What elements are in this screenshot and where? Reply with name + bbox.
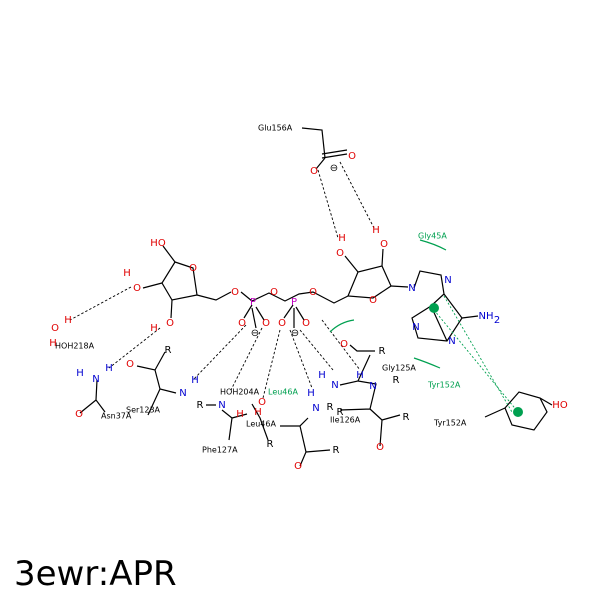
atom-h-asn: H bbox=[76, 368, 84, 379]
atom-minus-glu: ⊖ bbox=[330, 163, 338, 174]
atom-o-ring1: O bbox=[189, 263, 197, 274]
atom-r-ile3: R bbox=[403, 412, 410, 423]
atom-r-phe: R bbox=[197, 400, 204, 411]
atom-o-bridge: O bbox=[270, 287, 278, 298]
atom-o-glu-2: O bbox=[310, 166, 318, 177]
atom-o-p1a: O bbox=[238, 318, 246, 329]
hydrophobic-contacts bbox=[329, 239, 447, 369]
atom-o-o2: O bbox=[380, 239, 388, 250]
pi-stacking bbox=[429, 295, 523, 417]
atom-n1: N bbox=[448, 336, 455, 347]
atom-h-gly: H bbox=[356, 370, 364, 381]
atom-o-hoh218: O bbox=[51, 323, 59, 334]
atom-o-ile: O bbox=[376, 442, 384, 453]
atom-r-gly: R bbox=[393, 375, 400, 386]
atom-h-hoh218b: H bbox=[49, 338, 57, 349]
residue-gly125: Gly125A bbox=[382, 364, 416, 373]
atom-r-ile2: R bbox=[337, 407, 344, 418]
residue-leu46: Leu46A bbox=[246, 420, 276, 429]
residue-asn37: Asn37A bbox=[101, 412, 132, 421]
atom-n-gly: N bbox=[369, 381, 376, 392]
residue-ile126: Ile126A bbox=[330, 416, 361, 425]
atom-h-ser: H bbox=[191, 375, 199, 386]
atom-o-gly: O bbox=[340, 339, 348, 350]
atom-r-leu: R bbox=[267, 439, 274, 450]
atom-oh-tyr: HO bbox=[552, 400, 568, 411]
residue-phe127: Phe127A bbox=[202, 446, 238, 455]
atom-p-2: P bbox=[291, 297, 297, 308]
atom-h-leu: H bbox=[307, 388, 315, 399]
atom-o-leu: O bbox=[294, 461, 302, 472]
atom-o-p2a: O bbox=[278, 318, 286, 329]
atom-o-glu-1: O bbox=[348, 151, 356, 162]
hydrogen-bonds bbox=[69, 161, 375, 399]
ring-centroid-ligand bbox=[429, 303, 439, 313]
residue-ser123: Ser123A bbox=[126, 406, 161, 415]
atom-n-phe: N bbox=[218, 400, 225, 411]
residue-tyr152: Tyr152A bbox=[433, 419, 467, 428]
residue-leu46-hydrophobic: Leu46A bbox=[268, 388, 298, 397]
covalent-bonds bbox=[79, 127, 553, 467]
residue-labels: Glu156A Gly45A HOH218A Ser123A Asn37A HO… bbox=[55, 124, 467, 455]
atom-minus-p2: ⊖ bbox=[291, 328, 299, 339]
atom-n-asn: N bbox=[92, 374, 99, 385]
atom-o-p1b: O bbox=[262, 318, 270, 329]
atom-h-ile: H bbox=[318, 370, 326, 381]
atom-ho-c1: HO bbox=[150, 238, 166, 249]
atom-nh2-subscript: 2 bbox=[494, 315, 500, 326]
atom-o-asn: O bbox=[75, 409, 83, 420]
atom-o-o3: O bbox=[336, 248, 344, 259]
diagram-title: 3ewr:APR bbox=[14, 554, 177, 594]
atom-o-o3p: O bbox=[166, 318, 174, 329]
residue-tyr152-hydrophobic: Tyr152A bbox=[427, 381, 461, 390]
atom-h-o3: H bbox=[338, 233, 346, 244]
atom-n7: N bbox=[444, 275, 451, 286]
atom-nh2: NH bbox=[479, 311, 494, 322]
atom-o-o2p: O bbox=[133, 283, 141, 294]
atom-h-o2p: H bbox=[123, 268, 131, 279]
atom-h-o2: H bbox=[372, 225, 380, 236]
atom-o-ring2: O bbox=[369, 295, 377, 306]
atom-n-leu: N bbox=[312, 403, 319, 414]
residue-glu156: Glu156A bbox=[258, 124, 293, 133]
atom-r-leu2: R bbox=[333, 445, 340, 456]
atom-n-ile: N bbox=[331, 380, 338, 391]
atom-p-1: P bbox=[250, 297, 256, 308]
atom-n9: N bbox=[408, 283, 415, 294]
atom-h-hoh204b: H bbox=[254, 407, 262, 418]
atom-h-hoh204: H bbox=[236, 409, 244, 420]
atom-r-ser: R bbox=[165, 345, 172, 356]
atom-r-gly2: R bbox=[379, 346, 386, 357]
atom-labels: O O ⊖ H O H O O HO O H O O H O P O P O O… bbox=[49, 151, 568, 472]
atom-o-c5p: O bbox=[231, 287, 239, 298]
atom-h-o3p: H bbox=[150, 323, 158, 334]
residue-hoh204: HOH204A bbox=[220, 388, 260, 397]
atom-h-asn2: H bbox=[105, 363, 113, 374]
ring-centroid-tyr152 bbox=[513, 407, 523, 417]
atom-o-p2b: O bbox=[302, 318, 310, 329]
atom-o-hoh204: O bbox=[258, 397, 266, 408]
residue-hoh218: HOH218A bbox=[55, 342, 95, 351]
atom-n-ser: N bbox=[179, 388, 186, 399]
residue-gly45: Gly45A bbox=[418, 232, 447, 241]
atom-o-ser: O bbox=[126, 359, 134, 370]
atom-minus-p1: ⊖ bbox=[251, 328, 259, 339]
atom-n3: N bbox=[412, 322, 419, 333]
atom-h-hoh218a: H bbox=[64, 315, 72, 326]
atom-o-c5: O bbox=[309, 287, 317, 298]
atom-r-ile: R bbox=[327, 402, 334, 413]
